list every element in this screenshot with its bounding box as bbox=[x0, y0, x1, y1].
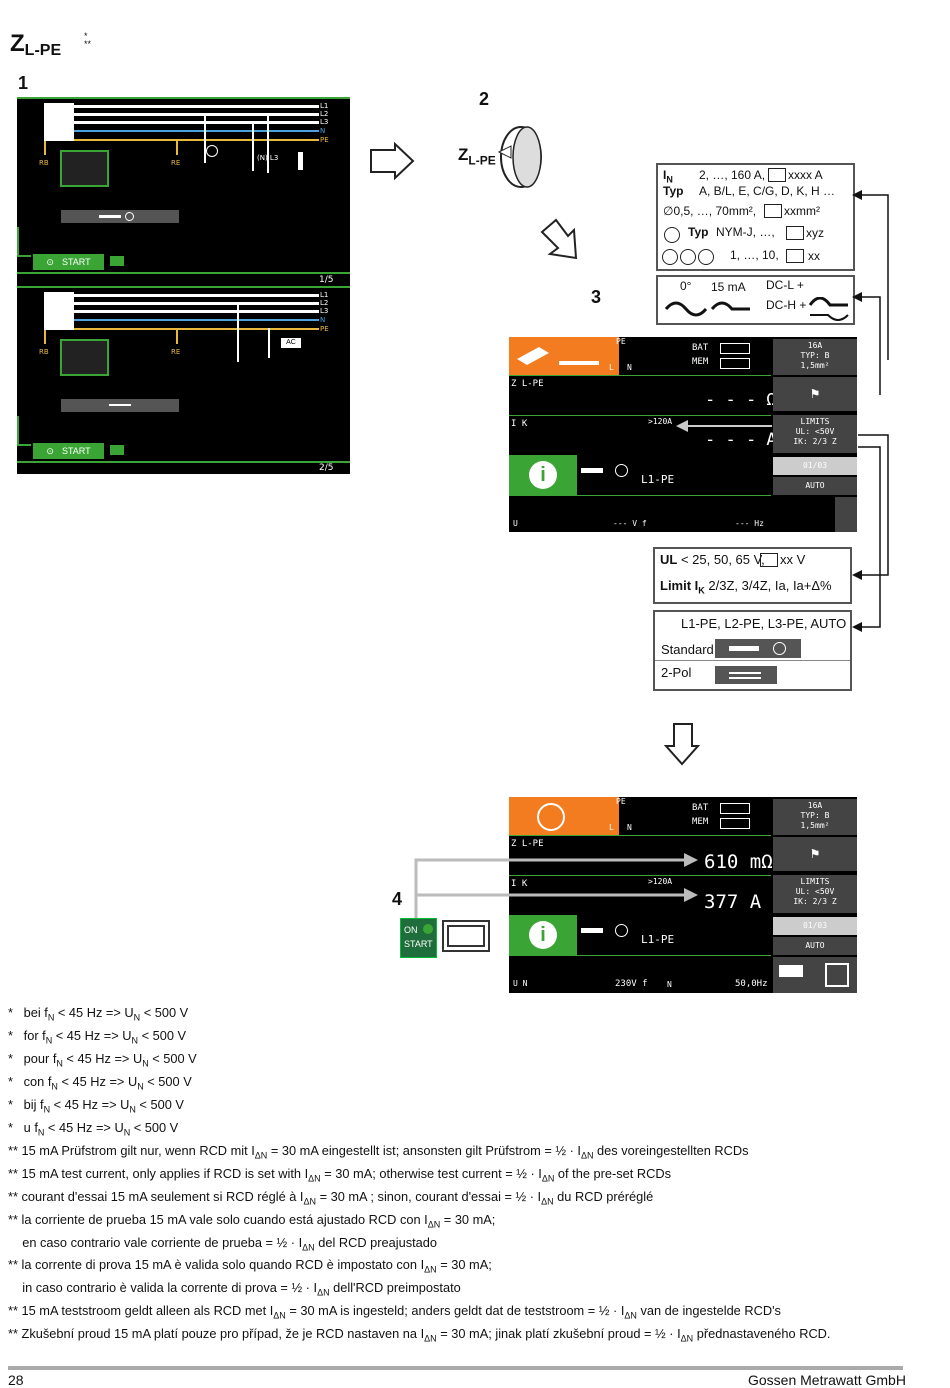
in-label: IN bbox=[663, 168, 673, 185]
step-1-number: 1 bbox=[18, 73, 29, 93]
page-number: 28 bbox=[8, 1372, 24, 1388]
battery-icon bbox=[720, 343, 750, 354]
footnote: ** courant d'essai 15 mA seulement si RC… bbox=[8, 1188, 654, 1207]
footnote: ** 15 mA teststroom geldt alleen als RCD… bbox=[8, 1303, 781, 1321]
waveform-icons bbox=[664, 297, 849, 321]
footnote: ** la corrente di prova 15 mA è valida s… bbox=[8, 1257, 492, 1276]
start-button[interactable]: ⊙START bbox=[33, 254, 104, 270]
step-4-number: 4 bbox=[392, 889, 403, 909]
edit-icon bbox=[768, 168, 786, 182]
tools-button[interactable]: ⚑ bbox=[773, 377, 857, 411]
company-name: Gossen Metrawatt GmbH bbox=[748, 1372, 906, 1388]
tools-button[interactable]: ⚑ bbox=[773, 837, 857, 871]
ammeter-icon bbox=[206, 145, 218, 157]
pointing-hand-icon bbox=[110, 256, 124, 266]
info-icon: i bbox=[529, 461, 557, 489]
device-screen-icon bbox=[442, 920, 490, 952]
down-arrow-icon bbox=[664, 723, 700, 766]
auto-button[interactable]: AUTO bbox=[773, 937, 857, 955]
instrument-icon bbox=[60, 150, 109, 187]
footnote: ** la corriente de prueba 15 mA vale sol… bbox=[8, 1211, 496, 1230]
step-3-number: 3 bbox=[591, 287, 602, 307]
footnote: * for fN < 45 Hz => UN < 500 V bbox=[8, 1027, 187, 1046]
edit-icon bbox=[786, 226, 804, 240]
edit-icon bbox=[786, 249, 804, 263]
footnote: * u fN < 45 Hz => UN < 500 V bbox=[8, 1119, 179, 1138]
memory-icon bbox=[720, 818, 750, 829]
orange-header bbox=[509, 337, 619, 375]
probe-mode-bar bbox=[61, 210, 179, 223]
footer-rule bbox=[8, 1366, 903, 1370]
right-arrow-icon bbox=[370, 142, 415, 180]
footnote: en caso contrario vale corriente de prue… bbox=[8, 1234, 438, 1253]
pin-icon: ⚑ bbox=[810, 386, 820, 402]
probe-mode-bar bbox=[61, 399, 179, 412]
connector-arrows bbox=[852, 190, 889, 632]
footnote: * con fN < 45 Hz => UN < 500 V bbox=[8, 1073, 192, 1092]
plug-icon bbox=[615, 924, 628, 937]
floppy-disk-icon bbox=[825, 963, 849, 987]
info-button[interactable]: i bbox=[509, 915, 577, 955]
footnote: * bij fN < 45 Hz => UN < 500 V bbox=[8, 1096, 184, 1115]
two-pole-probe-button[interactable] bbox=[715, 666, 777, 684]
footnote: ** Zkušební proud 15 mA platí pouze pro … bbox=[8, 1326, 831, 1344]
three-core-icon bbox=[698, 249, 714, 265]
save-button[interactable] bbox=[773, 957, 857, 993]
rotary-switch-icon[interactable] bbox=[497, 124, 545, 190]
instrument-icon bbox=[60, 339, 109, 376]
hand-icon bbox=[779, 965, 803, 977]
footnote: in caso contrario è valida la corrente d… bbox=[8, 1280, 461, 1298]
pointing-hand-icon bbox=[110, 445, 124, 455]
standard-probe-button[interactable] bbox=[715, 639, 801, 658]
single-core-icon bbox=[662, 249, 678, 265]
step-2-number: 2 bbox=[479, 89, 490, 109]
battery-icon bbox=[720, 803, 750, 814]
footnotes: * bei fN < 45 Hz => UN < 500 V * for fN … bbox=[8, 1004, 830, 1348]
info-icon: i bbox=[529, 921, 557, 949]
limit-box: UL < 25, 50, 65 V, xx V Limit IK 2/3Z, 3… bbox=[653, 547, 852, 604]
footnote: ** 15 mA Prüfstrom gilt nur, wenn RCD mi… bbox=[8, 1142, 749, 1161]
memory-icon bbox=[720, 358, 750, 369]
footnote: * pour fN < 45 Hz => UN < 500 V bbox=[8, 1050, 197, 1069]
on-start-button[interactable]: ON START bbox=[400, 918, 437, 958]
footnote-markers: *** bbox=[84, 31, 92, 49]
connection-screen-1: L1 L2 L3 N PE RB RE (N) L3 ⊙START 1/5 bbox=[17, 97, 350, 286]
rotary-label: ZL-PE bbox=[458, 145, 496, 168]
start-button[interactable]: ⊙START bbox=[33, 443, 104, 459]
footnote: * bei fN < 45 Hz => UN < 500 V bbox=[8, 1005, 189, 1023]
auto-button[interactable]: AUTO bbox=[773, 477, 857, 495]
edit-icon bbox=[764, 204, 782, 218]
probe-icon bbox=[581, 468, 603, 473]
diagonal-arrow-icon bbox=[540, 218, 578, 260]
pin-icon: ⚑ bbox=[810, 846, 820, 862]
two-core-icon bbox=[680, 249, 696, 265]
probe-icon bbox=[581, 928, 603, 933]
down-chevron-icon bbox=[423, 924, 433, 934]
plug-icon bbox=[615, 464, 628, 477]
busbar-block bbox=[44, 103, 74, 141]
cable-cross-section-icon bbox=[664, 227, 680, 243]
test-current-box: 0° 15 mA DC-L + DC-H + bbox=[656, 275, 855, 325]
fuse-parameter-box: IN 2, …, 160 A, xxxx A Typ A, B/L, E, C/… bbox=[656, 163, 855, 271]
page-title: ZL-PE bbox=[10, 30, 62, 59]
result-arrows bbox=[414, 853, 698, 918]
edit-icon bbox=[760, 553, 778, 567]
ac-badge: AC bbox=[281, 338, 301, 348]
connection-screen-2: L1 L2 L3 N PE RB RE AC ⊙START 2/5 bbox=[17, 286, 350, 474]
info-button[interactable]: i bbox=[509, 455, 577, 495]
footnote: ** 15 mA test current, only applies if R… bbox=[8, 1165, 672, 1184]
mode-box: L1-PE, L2-PE, L3-PE, AUTO Standard 2-Pol bbox=[653, 610, 852, 691]
probe-icon bbox=[298, 152, 303, 170]
orange-header bbox=[509, 797, 619, 835]
pointer-arrow-icon bbox=[676, 420, 772, 432]
